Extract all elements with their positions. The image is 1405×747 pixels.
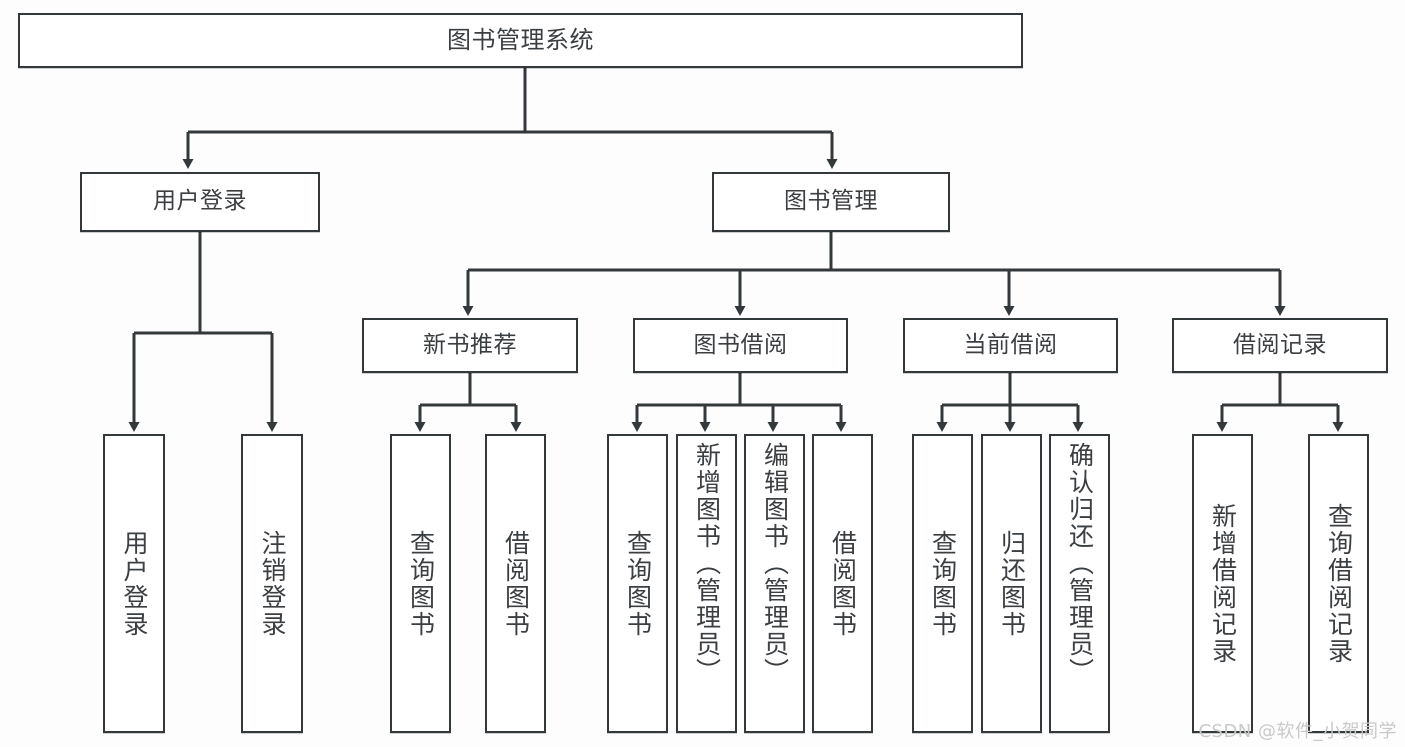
node-label: 确认归还（管理员） (1065, 442, 1095, 685)
node-label: 用户登录 (120, 529, 149, 638)
node-user-login[interactable]: 用户登录 (80, 172, 320, 232)
node-label: 归还图书 (997, 529, 1027, 638)
node-leaf-edit-book-admin[interactable]: 编辑图书（管理员） (744, 434, 805, 733)
node-borrow-records[interactable]: 借阅记录 (1172, 318, 1388, 373)
node-leaf-add-book-admin[interactable]: 新增图书（管理员） (676, 434, 737, 733)
csdn-watermark: CSDN @软件_小贺同学 (1198, 721, 1397, 742)
node-label: 注销登录 (258, 529, 287, 638)
node-leaf-logout[interactable]: 注销登录 (241, 434, 303, 733)
node-label: 查询图书 (406, 529, 436, 638)
node-label: 借阅图书 (828, 529, 858, 638)
node-book-management[interactable]: 图书管理 (712, 172, 950, 232)
node-leaf-user-login[interactable]: 用户登录 (103, 434, 165, 733)
node-label: 新书推荐 (423, 331, 517, 358)
node-label: 借阅记录 (1233, 331, 1327, 358)
node-label: 查询图书 (928, 529, 958, 638)
node-leaf-borrow-book-2[interactable]: 借阅图书 (812, 434, 873, 733)
node-label: 图书管理 (784, 188, 878, 215)
node-label: 查询借阅记录 (1324, 502, 1354, 665)
node-root-system[interactable]: 图书管理系统 (18, 13, 1023, 68)
node-leaf-confirm-return-admin[interactable]: 确认归还（管理员） (1049, 434, 1110, 733)
node-label: 新增借阅记录 (1208, 502, 1238, 665)
node-label: 当前借阅 (963, 331, 1058, 358)
node-label: 编辑图书（管理员） (760, 442, 790, 685)
node-current-borrow[interactable]: 当前借阅 (903, 318, 1118, 373)
node-leaf-query-borrow-record[interactable]: 查询借阅记录 (1308, 434, 1369, 733)
node-book-borrow[interactable]: 图书借阅 (633, 318, 848, 373)
node-leaf-query-book-1[interactable]: 查询图书 (390, 434, 451, 733)
node-leaf-query-book-2[interactable]: 查询图书 (607, 434, 668, 733)
node-label: 图书管理系统 (447, 26, 594, 55)
node-leaf-return-book[interactable]: 归还图书 (981, 434, 1042, 733)
node-new-book-recommend[interactable]: 新书推荐 (362, 318, 578, 373)
node-label: 新增图书（管理员） (692, 442, 722, 685)
node-label: 用户登录 (153, 188, 247, 215)
node-leaf-add-borrow-record[interactable]: 新增借阅记录 (1192, 434, 1253, 733)
node-leaf-query-book-3[interactable]: 查询图书 (912, 434, 973, 733)
node-leaf-borrow-book-1[interactable]: 借阅图书 (485, 434, 546, 733)
node-label: 查询图书 (623, 529, 653, 638)
node-label: 借阅图书 (501, 529, 531, 638)
node-label: 图书借阅 (693, 331, 788, 358)
